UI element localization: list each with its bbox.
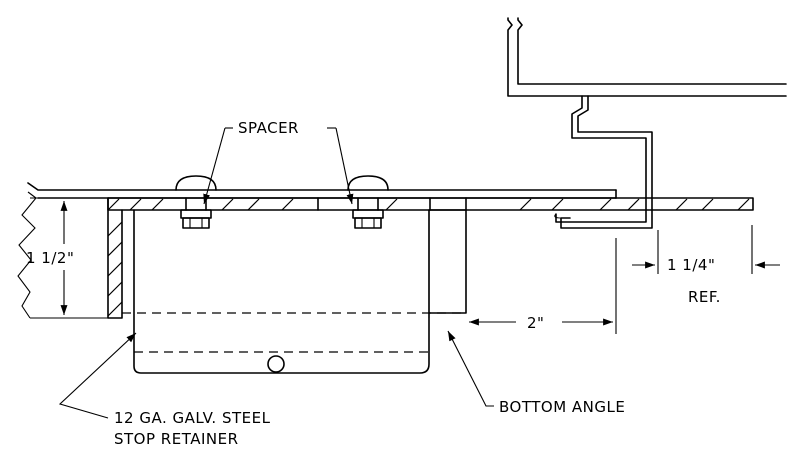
- retainer-label-line1: 12 GA. GALV. STEEL: [114, 409, 271, 427]
- retainer-callout: 12 GA. GALV. STEEL STOP RETAINER: [58, 332, 271, 448]
- left-angle: [107, 197, 123, 319]
- spacer-label: SPACER: [238, 119, 299, 137]
- z-clip: [554, 95, 653, 229]
- retainer-hole: [267, 355, 285, 373]
- bottom-angle-label: BOTTOM ANGLE: [499, 398, 625, 416]
- bottom-angle-callout: BOTTOM ANGLE: [447, 330, 625, 416]
- dimension-bottom-label: 2": [527, 314, 544, 332]
- dimension-left-label: 1 1/2": [26, 249, 74, 267]
- right-bolt: [347, 175, 389, 229]
- left-bolt: [175, 175, 217, 229]
- dimension-right: 1 1/4" REF.: [632, 225, 780, 306]
- ref-label: REF.: [688, 288, 721, 306]
- dimension-left: 1 1/2": [26, 197, 74, 319]
- dimension-bottom: 2": [469, 238, 617, 334]
- retainer-label-line2: STOP RETAINER: [114, 430, 239, 448]
- stop-retainer: [122, 209, 467, 374]
- dimension-right-label: 1 1/4": [667, 256, 715, 274]
- upper-frame: [507, 17, 787, 97]
- spacer-callout: SPACER: [203, 119, 354, 205]
- top-panel: [27, 182, 617, 199]
